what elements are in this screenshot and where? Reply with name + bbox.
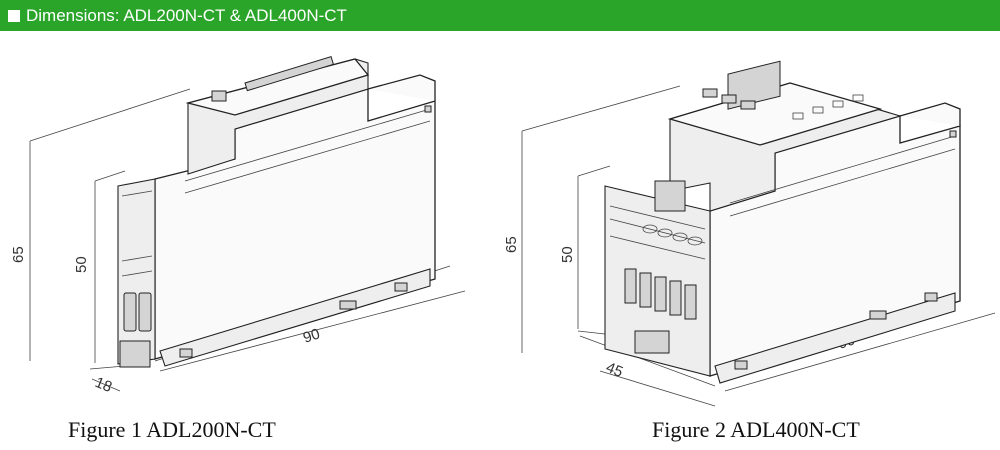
figure-1-drawing: 65 50 90 18 <box>10 56 466 396</box>
section-title: Dimensions: ADL200N-CT & ADL400N-CT <box>26 5 347 25</box>
terminal-screws <box>642 224 703 246</box>
section-header: Dimensions: ADL200N-CT & ADL400N-CT <box>0 0 1000 31</box>
device-adl400n-ct <box>604 60 961 384</box>
dimension-lines <box>521 85 996 407</box>
dim-height-body: 50 <box>559 246 576 263</box>
device-adl200n-ct <box>117 56 436 368</box>
terminal-slots <box>624 268 697 320</box>
figure-2-caption: Figure 2 ADL400N-CT <box>652 417 860 442</box>
dim-length: 90 <box>301 325 322 346</box>
bullet-square-icon <box>8 9 20 22</box>
dim-height-total: 65 <box>503 236 520 253</box>
dim-width: 18 <box>93 374 115 396</box>
dim-width: 45 <box>604 359 626 381</box>
figure-1-caption: Figure 1 ADL200N-CT <box>68 417 276 442</box>
dim-height-total: 65 <box>10 246 27 263</box>
dim-height-body: 50 <box>73 256 90 273</box>
figure-2-drawing: 65 50 90 45 <box>503 60 996 407</box>
